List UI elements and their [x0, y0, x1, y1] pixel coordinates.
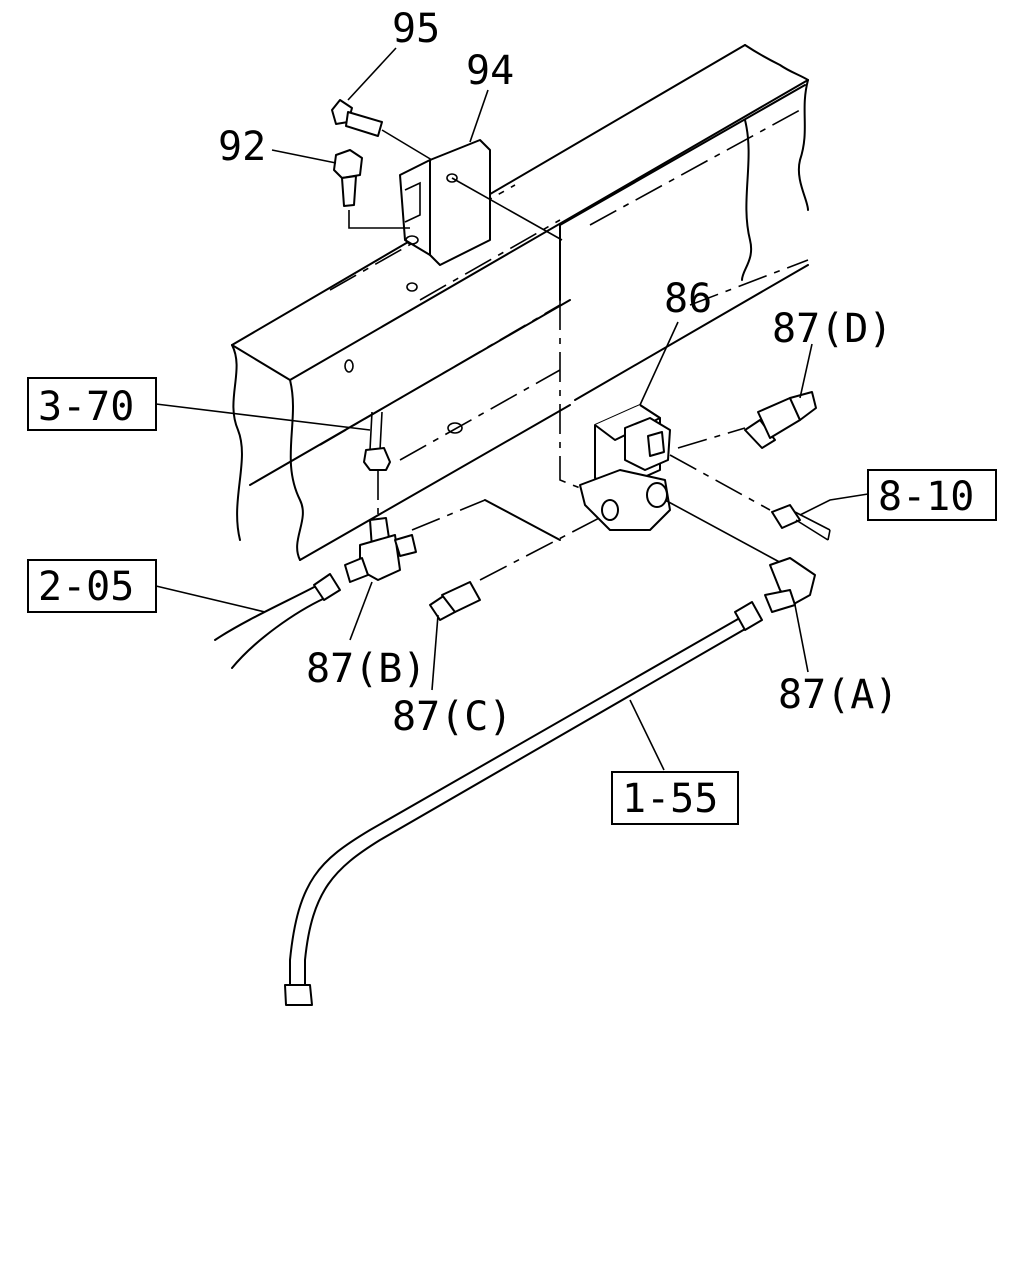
pressure-switch	[363, 411, 391, 471]
bolt-92	[333, 149, 410, 229]
label-86: 86	[664, 276, 712, 322]
valve-pipe-line	[559, 300, 586, 491]
hose-2-05	[214, 573, 341, 669]
label-87d: 87(D)	[772, 306, 892, 352]
label-87a: 87(A)	[778, 672, 898, 718]
connector-dash-line	[669, 454, 771, 511]
fitting-87d	[744, 391, 817, 449]
ref-label-1-55: 1-55	[622, 776, 718, 822]
ref-label-3-70: 3-70	[38, 384, 134, 430]
label-87c: 87(C)	[392, 694, 512, 740]
elbow-fitting-87a	[764, 557, 816, 613]
solenoid-valve-86	[579, 404, 671, 531]
label-95: 95	[392, 6, 440, 52]
ref-box-2-05[interactable]: 2-05	[27, 559, 157, 613]
pipe-1-55	[284, 601, 763, 1006]
fitting-87c	[429, 581, 481, 621]
label-94: 94	[466, 48, 514, 94]
elbow-link-line	[664, 499, 786, 566]
bracket-link-line	[451, 177, 563, 241]
straight-fitting-line	[479, 514, 606, 581]
fitting-d-line	[677, 427, 746, 449]
label-92: 92	[218, 124, 266, 170]
ref-box-1-55[interactable]: 1-55	[611, 771, 739, 825]
ref-box-3-70[interactable]: 3-70	[27, 377, 157, 431]
ref-box-8-10[interactable]: 8-10	[867, 469, 997, 521]
ref-label-8-10: 8-10	[878, 474, 974, 520]
connector-8-10	[771, 504, 831, 541]
label-87b: 87(B)	[306, 646, 426, 692]
ref-label-2-05: 2-05	[38, 564, 134, 610]
tee-fitting-87b	[344, 517, 417, 583]
bracket-94	[399, 139, 491, 266]
frame-rail	[231, 44, 809, 561]
leader-lines	[155, 47, 869, 771]
bolt-95	[331, 99, 433, 161]
tee-pipe-line	[411, 499, 486, 531]
